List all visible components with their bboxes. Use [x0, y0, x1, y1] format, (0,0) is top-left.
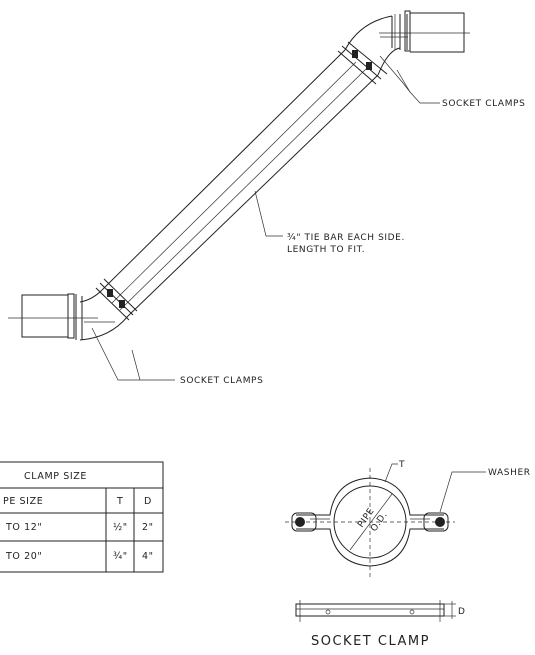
clamp-thickness-label: T [398, 460, 405, 470]
upper-elbow [344, 10, 470, 76]
table-cell: TO 20" [5, 551, 42, 562]
table-cell: TO 12" [5, 522, 42, 533]
table-cell: 2" [142, 522, 154, 533]
socket-clamp-title: SOCKET CLAMP [311, 634, 430, 649]
callout-leaders [91, 55, 440, 381]
socket-clamp-side-view [295, 600, 456, 622]
table-cell: ½" [113, 522, 128, 533]
upper-pipe-clamp [337, 41, 388, 85]
tie-bar-label-line2: LENGTH TO FIT. [287, 245, 365, 255]
socket-clamps-top-label: SOCKET CLAMPS [442, 99, 525, 109]
lower-elbow [8, 289, 129, 341]
table-header-size: PE SIZE [3, 496, 43, 507]
socket-clamp-detail [285, 463, 486, 580]
socket-clamps-bottom-label: SOCKET CLAMPS [180, 376, 263, 386]
table-cell: ¾" [113, 551, 128, 562]
table-header-d: D [144, 496, 152, 507]
table-title: CLAMP SIZE [24, 471, 87, 482]
diagonal-pipe [95, 41, 388, 321]
clamp-size-table: CLAMP SIZE PE SIZE T D TO 12" ½" 2" TO 2… [0, 461, 164, 573]
lower-pipe-clamp [95, 278, 138, 321]
washer-label: WASHER [488, 468, 531, 478]
table-cell: 4" [142, 551, 154, 562]
tie-bar-label-line1: ¾" TIE BAR EACH SIDE. [287, 233, 405, 243]
side-view-d-label: D [458, 607, 466, 617]
table-header-t: T [116, 496, 123, 507]
